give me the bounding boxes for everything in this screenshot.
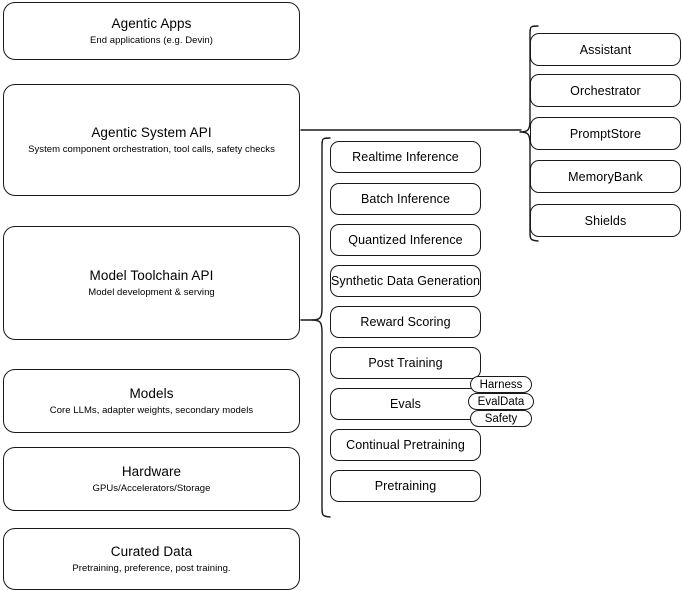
layer-title: Hardware	[121, 463, 182, 479]
component-label: Assistant	[579, 42, 632, 57]
capability-quantized-inference[interactable]: Quantized Inference	[330, 224, 481, 256]
capability-label: Synthetic Data Generation	[330, 274, 481, 288]
component-label: PromptStore	[569, 126, 642, 141]
layer-title: Models	[129, 385, 174, 401]
capability-label: Evals	[389, 397, 422, 411]
component-assistant[interactable]: Assistant	[530, 33, 681, 66]
component-label: MemoryBank	[568, 169, 643, 184]
layer-model-toolchain-api[interactable]: Model Toolchain API Model development & …	[3, 226, 300, 340]
component-label: Orchestrator	[570, 83, 641, 98]
badge-evaldata[interactable]: EvalData	[468, 393, 534, 410]
capability-label: Batch Inference	[360, 192, 451, 206]
badge-harness[interactable]: Harness	[470, 376, 532, 393]
layer-title: Agentic Apps	[111, 15, 192, 31]
capability-reward-scoring[interactable]: Reward Scoring	[330, 306, 481, 338]
badge-label: Safety	[484, 412, 518, 425]
layer-agentic-apps[interactable]: Agentic Apps End applications (e.g. Devi…	[3, 2, 300, 60]
layer-hardware[interactable]: Hardware GPUs/Accelerators/Storage	[3, 447, 300, 511]
capability-label: Post Training	[368, 356, 443, 370]
layer-title: Agentic System API	[91, 124, 212, 140]
layer-subtitle: End applications (e.g. Devin)	[90, 34, 213, 46]
component-shields[interactable]: Shields	[530, 204, 681, 237]
layer-curated-data[interactable]: Curated Data Pretraining, preference, po…	[3, 528, 300, 590]
layer-subtitle: Pretraining, preference, post training.	[72, 562, 231, 574]
component-orchestrator[interactable]: Orchestrator	[530, 74, 681, 107]
capability-post-training[interactable]: Post Training	[330, 347, 481, 379]
capability-continual-pretraining[interactable]: Continual Pretraining	[330, 429, 481, 461]
component-memorybank[interactable]: MemoryBank	[530, 160, 681, 193]
layer-agentic-system-api[interactable]: Agentic System API System component orch…	[3, 84, 300, 196]
component-promptstore[interactable]: PromptStore	[530, 117, 681, 150]
capability-realtime-inference[interactable]: Realtime Inference	[330, 141, 481, 173]
capability-evals[interactable]: Evals	[330, 388, 481, 420]
badge-label: Harness	[479, 378, 523, 391]
component-label: Shields	[584, 213, 627, 228]
layer-subtitle: System component orchestration, tool cal…	[28, 143, 275, 155]
capability-label: Continual Pretraining	[346, 438, 465, 452]
layer-subtitle: Core LLMs, adapter weights, secondary mo…	[49, 404, 254, 416]
capability-label: Quantized Inference	[348, 233, 463, 247]
badge-safety[interactable]: Safety	[470, 410, 532, 427]
layer-models[interactable]: Models Core LLMs, adapter weights, secon…	[3, 369, 300, 433]
capability-label: Reward Scoring	[360, 315, 451, 329]
layer-subtitle: GPUs/Accelerators/Storage	[92, 482, 211, 494]
layer-title: Curated Data	[110, 543, 193, 559]
badge-label: EvalData	[477, 395, 525, 408]
capability-batch-inference[interactable]: Batch Inference	[330, 183, 481, 215]
capability-synthetic-data-generation[interactable]: Synthetic Data Generation	[330, 265, 481, 297]
capability-pretraining[interactable]: Pretraining	[330, 470, 481, 502]
layer-title: Model Toolchain API	[89, 267, 214, 283]
capability-label: Pretraining	[374, 479, 437, 493]
capability-label: Realtime Inference	[352, 150, 459, 164]
layer-subtitle: Model development & serving	[88, 286, 215, 298]
